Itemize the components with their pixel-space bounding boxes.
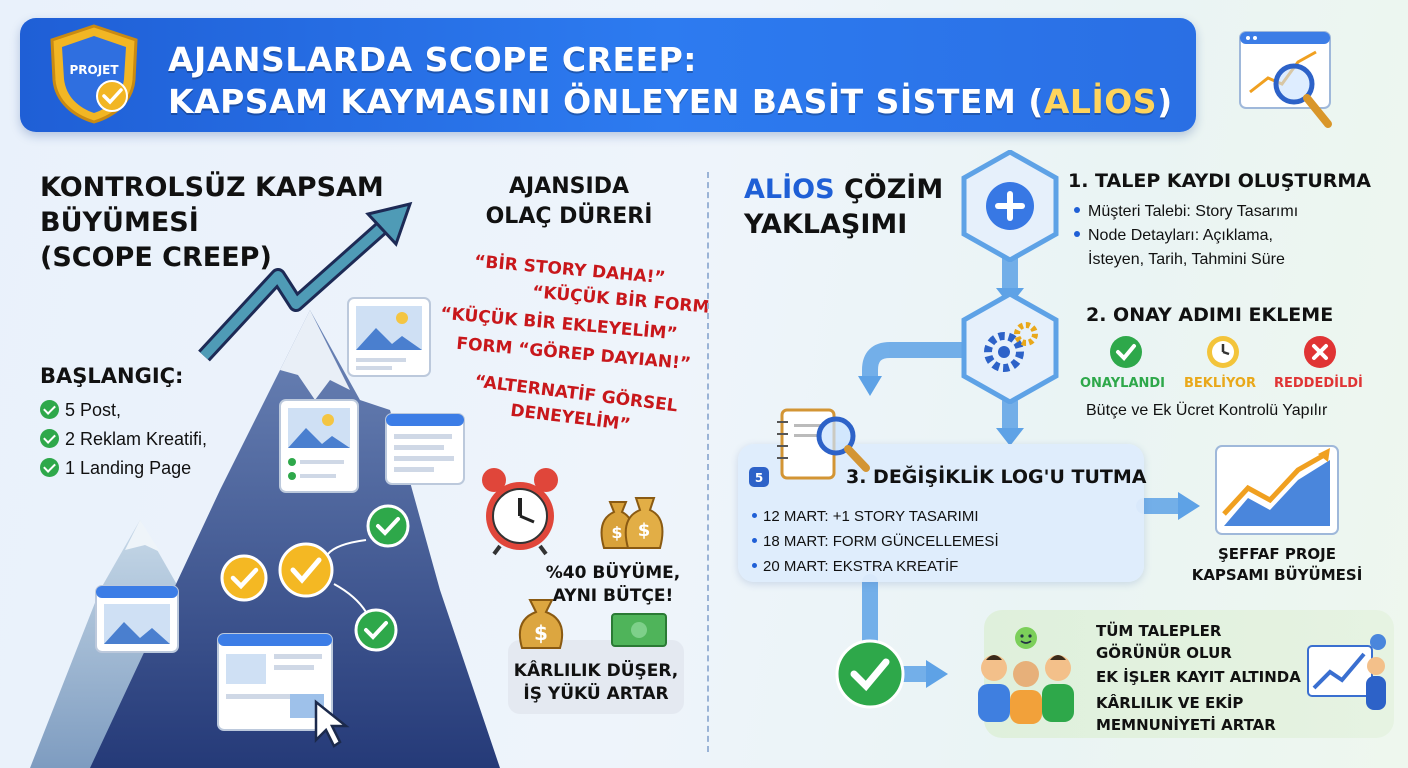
check-icon	[40, 429, 59, 448]
browser-image-card-icon	[95, 585, 179, 653]
log-entry: 20 MART: EKSTRA KREATİF	[752, 554, 999, 579]
status-approved: ONAYLANDI	[1080, 376, 1166, 391]
rising-arrow-icon	[198, 201, 413, 362]
left-title: KONTROLSÜZ KAPSAM BÜYÜMESİ (SCOPE CREEP)	[40, 172, 384, 273]
log-entry: 12 MART: +1 STORY TASARIMI	[752, 504, 999, 529]
right-title-accent: ALİOS	[744, 174, 835, 205]
landing-page-cursor-icon	[217, 633, 350, 748]
app-logo-icon: 5	[749, 467, 769, 487]
list-item: İsteyen, Tarih, Tahmini Süre	[1088, 251, 1285, 268]
client-quotes: “BİR STORY DAHA!” “KÜÇÜK BİR FORM “KÜÇÜK…	[434, 251, 711, 452]
check-coins-icon	[220, 504, 410, 652]
step1-details: Müşteri Talebi: Story Tasarımı Node Deta…	[1074, 200, 1298, 272]
profit-note: KÂRLILIK DÜŞER, İŞ YÜKÜ ARTAR	[513, 661, 679, 704]
log-entry: 18 MART: FORM GÜNCELLEMESİ	[752, 529, 999, 554]
start-label: BAŞLANGIÇ:	[40, 364, 184, 388]
header-banner: AJANSLARDA SCOPE CREEP: KAPSAM KAYMASINI…	[20, 18, 1196, 132]
list-item: 1 Landing Page	[40, 454, 207, 483]
add-request-hexagon-icon[interactable]	[960, 150, 1060, 262]
list-item: 2 Reklam Kreatifi,	[40, 425, 207, 454]
alarm-clock-icon	[482, 468, 558, 556]
step2-title: 2. ONAY ADIMI EKLEME	[1086, 304, 1334, 326]
check-icon	[40, 400, 59, 419]
shield-icon: PROJET	[50, 24, 138, 124]
check-icon	[40, 458, 59, 477]
happy-team-icon	[978, 627, 1074, 724]
presentation-chart-icon	[1307, 634, 1386, 710]
checklist-image-card-icon	[279, 399, 359, 493]
growth-chart-icon	[1215, 445, 1339, 535]
analytics-magnifier-icon	[1239, 31, 1332, 128]
svg-text:$: $	[638, 520, 651, 541]
image-card-icon	[347, 297, 431, 377]
change-log-list: 12 MART: +1 STORY TASARIMI 18 MART: FORM…	[752, 504, 999, 579]
svg-text:$: $	[534, 621, 548, 645]
quote-text: “BİR STORY DAHA!”	[473, 251, 667, 289]
text-document-icon	[385, 413, 465, 485]
outcome-list: TÜM TALEPLER GÖRÜNÜR OLUR EK İŞLER KAYIT…	[1096, 622, 1301, 734]
growth-label: ŞEFFAF PROJE KAPSAMI BÜYÜMESİ	[1191, 545, 1363, 584]
budget-note: %40 BÜYÜME, AYNI BÜTÇE!	[545, 563, 681, 606]
money-bag-icon: $	[518, 599, 564, 649]
header-title-line1: AJANSLARDA SCOPE CREEP:	[168, 40, 697, 79]
step1-title: 1. TALEP KAYDI OLUŞTURMA	[1068, 170, 1372, 192]
status-rejected: REDDEDİLDİ	[1274, 376, 1363, 391]
notebook-magnifier-icon	[777, 408, 870, 480]
list-item: 5 Post,	[40, 396, 207, 425]
profit-panel	[508, 640, 684, 714]
banknote-icon	[611, 613, 667, 647]
flow-connectors	[858, 248, 1200, 688]
list-item: Müşteri Talebi: Story Tasarımı	[1074, 200, 1298, 224]
start-list: 5 Post, 2 Reklam Kreatifi, 1 Landing Pag…	[40, 396, 207, 483]
success-check-icon	[835, 639, 905, 709]
right-title: ALİOS ÇÖZİM YAKLAŞIMI	[744, 174, 944, 240]
svg-text:5: 5	[755, 471, 763, 485]
step3-title: 3. DEĞİŞİKLİK LOG'U TUTMA	[846, 466, 1147, 488]
middle-title: AJANSIDA OLAÇ DÜRERİ	[485, 174, 653, 229]
approved-icon	[1110, 336, 1142, 368]
section-divider	[707, 172, 709, 752]
list-item: Node Detayları: Açıklama,	[1074, 224, 1298, 248]
header-title-line2: KAPSAM KAYMASINI ÖNLEYEN BASİT SİSTEM (A…	[168, 82, 1173, 121]
step2-note: Bütçe ve Ek Ücret Kontrolü Yapılır	[1086, 402, 1328, 419]
status-pending: BEKLİYOR	[1184, 376, 1256, 391]
header-accent-alios: ALİOS	[1043, 82, 1158, 121]
money-bags-icon: $ $	[600, 497, 664, 549]
shield-badge-label: PROJET	[69, 63, 119, 77]
gears-hexagon-icon[interactable]	[960, 292, 1060, 404]
pending-clock-icon	[1207, 336, 1239, 368]
rejected-icon	[1304, 336, 1336, 368]
svg-text:$: $	[611, 523, 622, 542]
quote-text: “KÜÇÜK BİR FORM	[531, 282, 711, 318]
